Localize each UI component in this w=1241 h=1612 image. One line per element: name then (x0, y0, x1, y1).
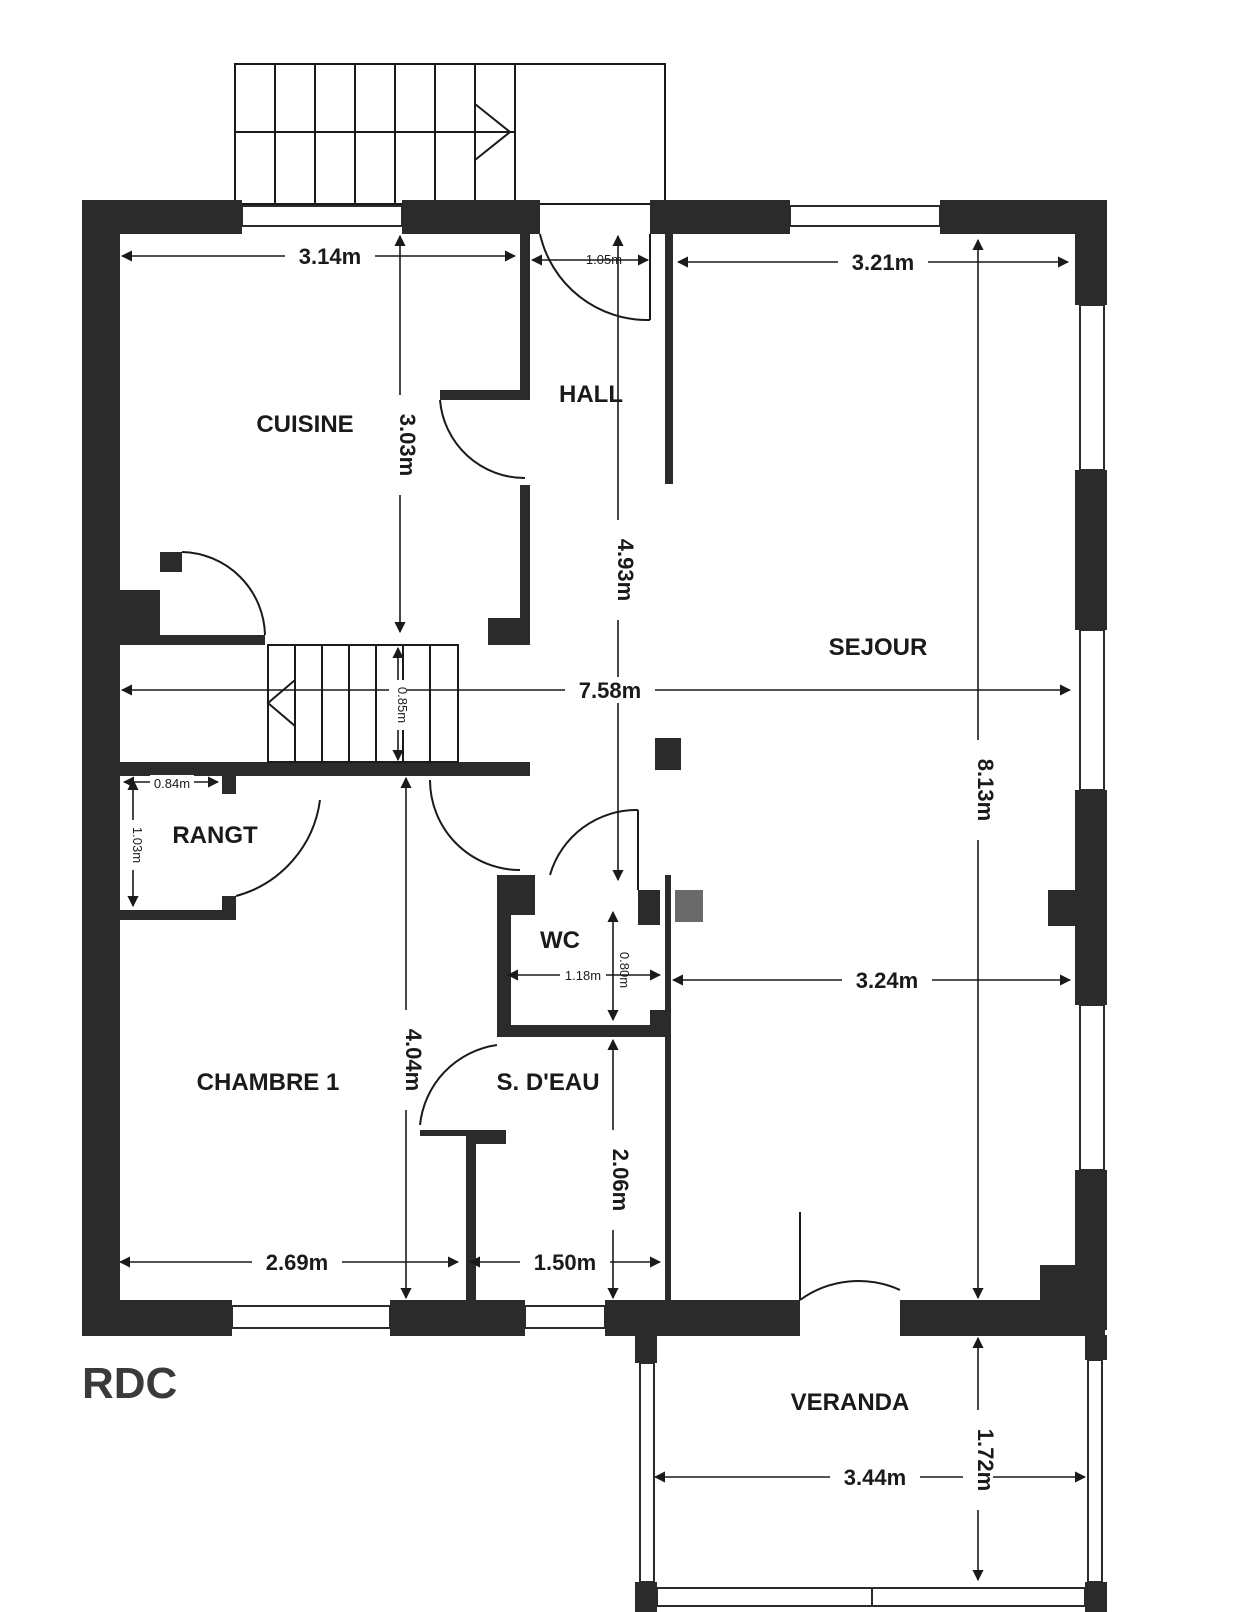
room-label-cuisine: CUISINE (256, 411, 353, 438)
room-label-sejour: SEJOUR (829, 634, 928, 661)
dim-sejour-top-width: 3.21m (852, 250, 914, 275)
doors (181, 233, 901, 1301)
dim-hall-length: 4.93m (613, 539, 638, 601)
dim-sejour-mid-width: 3.24m (856, 968, 918, 993)
windows (231, 205, 1105, 1607)
walls (82, 200, 1107, 1612)
dim-hall-door: 1.05m (586, 252, 622, 267)
room-label-sdeau: S. D'EAU (496, 1069, 599, 1096)
dim-chambre-depth: 4.04m (401, 1029, 426, 1091)
room-label-rangt: RANGT (172, 822, 258, 849)
dim-rangt-depth: 1.03m (130, 827, 145, 863)
room-label-hall: HALL (559, 381, 623, 408)
level-label: RDC (82, 1359, 177, 1408)
exterior-stair (234, 63, 666, 205)
interior-stair (266, 644, 459, 763)
dim-cuisine-width: 3.14m (299, 244, 361, 269)
dim-veranda-width: 3.44m (844, 1465, 906, 1490)
dim-sdeau-width: 1.50m (534, 1250, 596, 1275)
room-label-chambre1: CHAMBRE 1 (197, 1069, 340, 1096)
dim-rangt-width: 0.84m (154, 776, 190, 791)
dim-total-width: 7.58m (579, 678, 641, 703)
dim-wc-depth: 0.80m (617, 952, 632, 988)
dim-cuisine-depth: 3.03m (395, 414, 420, 476)
room-label-veranda: VERANDA (791, 1389, 910, 1416)
room-label-wc: WC (540, 927, 580, 954)
dim-veranda-depth: 1.72m (973, 1429, 998, 1491)
dim-wc-width: 1.18m (565, 968, 601, 983)
dim-chambre-width: 2.69m (266, 1250, 328, 1275)
dim-sdeau-depth: 2.06m (608, 1149, 633, 1211)
dim-sejour-depth: 8.13m (973, 759, 998, 821)
dim-stair-width: 0.85m (395, 687, 410, 723)
